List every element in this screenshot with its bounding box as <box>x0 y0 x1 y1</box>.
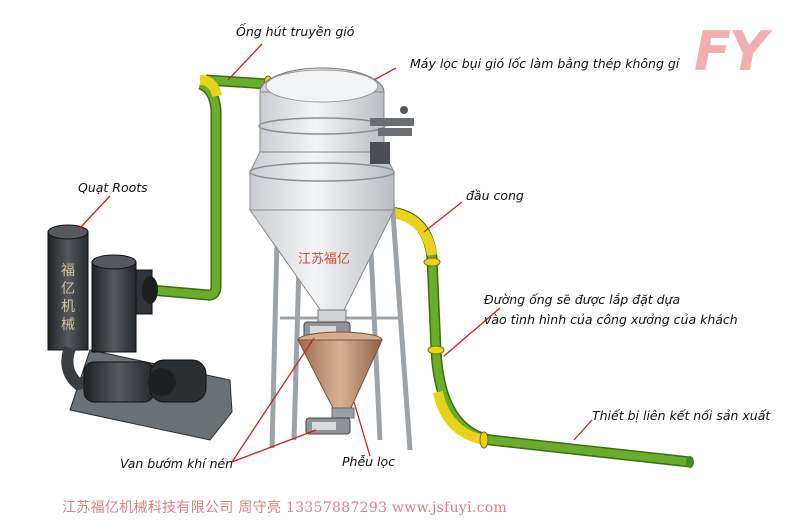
roots-blower <box>47 224 233 441</box>
label-cyclone-filter: Máy lọc bụi gió lốc làm bằng thép không … <box>410 56 680 71</box>
label-production-link: Thiết bị liên kết nối sản xuất <box>592 408 771 423</box>
label-roots-blower: Quạt Roots <box>78 180 148 195</box>
watermark-vertical: 福亿机械 <box>61 263 75 333</box>
butterfly-valve-lower <box>305 417 351 435</box>
watermark-center: 江苏福亿 <box>298 252 351 267</box>
pointer-arrows <box>77 43 593 463</box>
cyclone-filter <box>249 67 395 325</box>
pulse-valves <box>370 106 414 164</box>
label-elbow: đầu cong <box>466 188 524 203</box>
brand-logo: FY <box>694 20 768 83</box>
hopper <box>297 331 383 419</box>
company-footer: 江苏福亿机械科技有限公司 周守亮 13357887293 www.jsfuyi.… <box>62 500 508 516</box>
label-suction-pipe: Ống hút truyền gió <box>236 24 355 39</box>
label-pipeline-note-1: Đường ống sẽ được lắp đặt dựa <box>484 292 681 307</box>
label-butterfly-valve: Van bướm khí nén <box>120 456 234 471</box>
label-hopper: Phễu lọc <box>342 454 396 469</box>
label-pipeline-note-2: vào tình hình của công xưởng của khách <box>484 312 738 327</box>
